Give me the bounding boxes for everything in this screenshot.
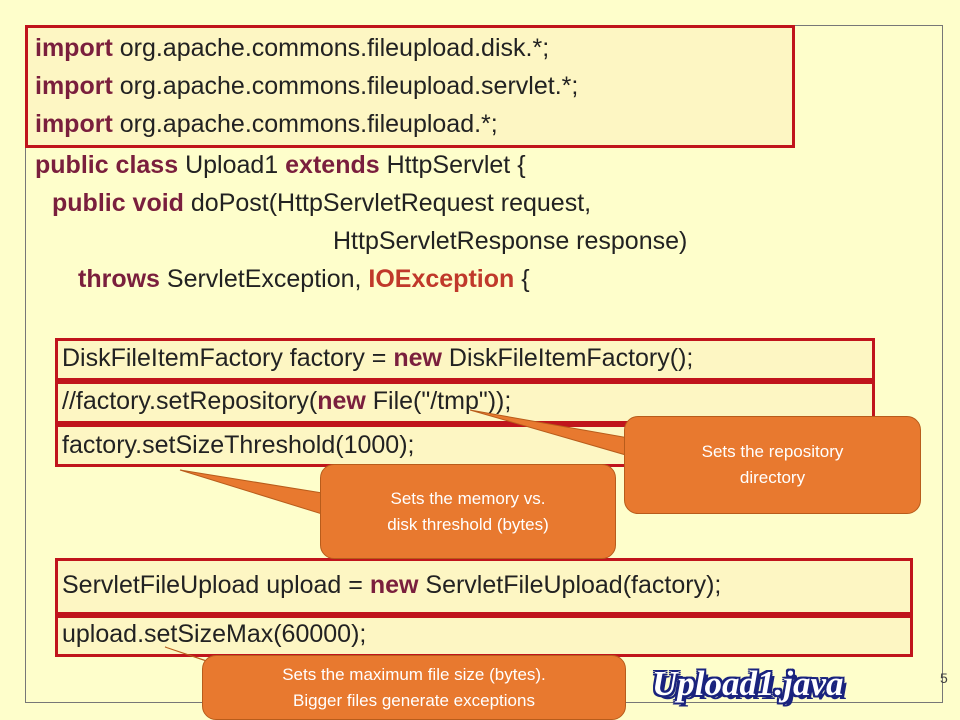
code-text: DiskFileItemFactory(); [441, 344, 694, 372]
class-declaration: public class Upload1 extends HttpServlet… [35, 150, 526, 180]
repository-callout-tail [469, 409, 651, 463]
code-text: DiskFileItemFactory factory = [62, 344, 394, 372]
new-keyword: new [317, 387, 366, 415]
maxsize-callout: Sets the maximum file size (bytes). Bigge… [202, 655, 626, 720]
factory-line: DiskFileItemFactory factory = new DiskFi… [62, 343, 693, 373]
method-modifiers: public void [52, 189, 184, 217]
exception-name: ServletException, [159, 265, 369, 293]
threshold-callout: Sets the memory vs. disk threshold (bytes… [320, 464, 616, 559]
import-keyword: import [35, 72, 113, 100]
slide-title: Upload1.java [652, 664, 844, 703]
method-declaration: public void doPost(HttpServletRequest re… [52, 188, 591, 218]
import-path: org.apache.commons.fileupload.servlet.*; [112, 72, 579, 100]
code-text: ServletFileUpload(factory); [418, 571, 722, 599]
throws-keyword: throws [78, 265, 160, 293]
imports-box [25, 25, 795, 148]
callout-text: directory [739, 468, 806, 487]
import-line-1: import org.apache.commons.fileupload.dis… [35, 33, 549, 63]
method-continuation: HttpServletResponse response) [333, 227, 688, 255]
sizemax-line: upload.setSizeMax(60000); [62, 620, 367, 648]
upload-box [55, 558, 913, 615]
page-number: 5 [940, 670, 948, 686]
class-name: Upload1 [178, 151, 286, 179]
import-keyword: import [35, 34, 113, 62]
threshold-callout-tail [179, 469, 336, 519]
callout-text: Bigger files generate exceptions [293, 690, 535, 710]
import-path: org.apache.commons.fileupload.disk.*; [112, 34, 550, 62]
brace: { [514, 265, 530, 293]
callout-text: Sets the memory vs. [390, 488, 546, 508]
code-text: //factory.setRepository( [62, 387, 318, 415]
repository-line: //factory.setRepository(new File("/tmp")… [62, 386, 511, 416]
new-keyword: new [393, 344, 442, 372]
throws-line: throws ServletException, IOException { [78, 264, 530, 294]
superclass-name: HttpServlet { [379, 151, 526, 179]
extends-keyword: extends [285, 151, 380, 179]
class-keyword: public class [35, 151, 179, 179]
callout-text: disk threshold (bytes) [387, 514, 549, 534]
callout-text: Sets the maximum file size (bytes). [282, 664, 546, 684]
new-keyword: new [369, 571, 419, 599]
code-text: ServletFileUpload upload = [62, 571, 370, 599]
import-path: org.apache.commons.fileupload.*; [112, 110, 498, 138]
import-line-2: import org.apache.commons.fileupload.ser… [35, 71, 578, 101]
threshold-line: factory.setSizeThreshold(1000); [62, 431, 415, 459]
import-keyword: import [35, 110, 113, 138]
factory-box [55, 338, 875, 381]
method-signature: doPost(HttpServletRequest request, [183, 189, 592, 217]
repository-callout: Sets the repository directory [624, 416, 921, 514]
ioexception-name: IOException [368, 265, 515, 293]
import-line-3: import org.apache.commons.fileupload.*; [35, 109, 498, 139]
callout-text: Sets the repository [701, 442, 844, 461]
upload-line: ServletFileUpload upload = new ServletFi… [62, 570, 721, 600]
code-text: File("/tmp")); [365, 387, 512, 415]
